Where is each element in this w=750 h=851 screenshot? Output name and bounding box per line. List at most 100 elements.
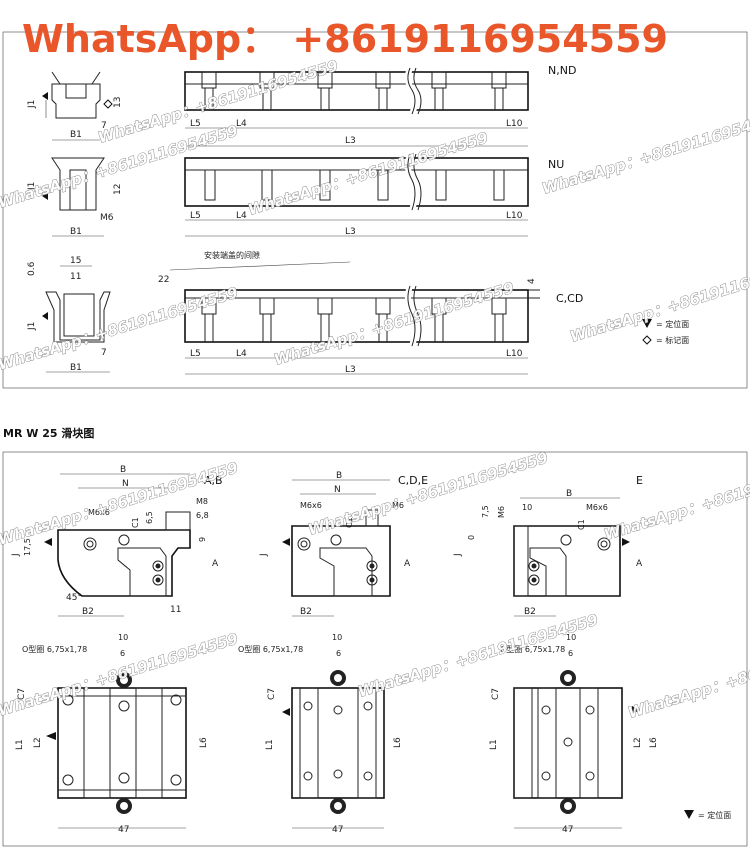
block-plan-2: O型圈 6,75x1,78 10 6 C7 L1 L6 47 (238, 633, 403, 835)
datum-triangle (282, 538, 290, 546)
dim-11: 11 (70, 272, 81, 282)
dim-c7: C7 (491, 688, 501, 700)
dim-11: 11 (170, 605, 181, 615)
dim-b2: B2 (524, 607, 536, 617)
dim-7-5: 7,5 (481, 505, 490, 518)
datum-triangle (42, 312, 48, 320)
oring-label: O型圈 6,75x1,78 (500, 645, 565, 654)
rail-legend: = 定位面 = 标记面 (642, 319, 689, 345)
dim-m6x6: M6x6 (586, 503, 608, 512)
block-plan-3: O型圈 6,75x1,78 10 6 C7 L1 L2 L6 47 (489, 633, 659, 835)
variant-label-nu: NU (548, 158, 564, 171)
dim-l4: L4 (236, 211, 247, 221)
dim-l6: L6 (393, 737, 403, 748)
dim-c1: C1 (577, 519, 586, 530)
dim-6: 6 (336, 649, 341, 658)
datum-triangle (42, 92, 48, 100)
legend-datum-text: = 定位面 (656, 319, 689, 329)
rail-row-c-cd: 15 11 0.6 J1 7 B1 安装端盖的间隙 22 (27, 250, 689, 375)
dim-b: B (336, 471, 342, 481)
datum-triangle-icon (642, 319, 652, 328)
block-section-frame (2, 451, 748, 847)
dim-n: N (334, 485, 341, 495)
dim-l10: L10 (506, 119, 523, 129)
datum-triangle (46, 732, 56, 740)
dim-l5: L5 (190, 349, 201, 359)
dim-l5: L5 (190, 119, 201, 129)
dim-6-5: 6,5 (145, 511, 154, 524)
note-end-cap-gap: 安装端盖的间隙 (204, 250, 260, 260)
dim-l3: L3 (345, 227, 356, 237)
dim-j1: J1 (27, 182, 37, 191)
dim-7: 7 (101, 121, 107, 131)
dim-m6x6: M6x6 (88, 508, 110, 517)
watermark: WhatsApp：+8619116954559 (0, 630, 240, 720)
dim-b2: B2 (82, 607, 94, 617)
dim-c1: C1 (131, 517, 140, 528)
block-section-title: MR W 25 滑块图 (3, 426, 94, 440)
dim-l2: L2 (33, 737, 43, 748)
dim-m6: M6 (100, 213, 114, 223)
dim-l4: L4 (236, 119, 247, 129)
dim-12: 12 (113, 184, 123, 195)
dim-b1: B1 (70, 363, 82, 373)
variant-label-n-nd: N,ND (548, 64, 576, 77)
dim-c7: C7 (17, 688, 27, 700)
dim-b: B (566, 489, 572, 499)
dim-0-6: 0.6 (27, 261, 37, 276)
dim-0: 0 (467, 535, 476, 540)
dim-j1: J1 (27, 322, 37, 331)
banner-text: WhatsApp： +8619116954559 (22, 17, 668, 61)
rail-side-1: L5 L4 L3 L10 (184, 66, 529, 147)
block-view-a-b: A,B B N M6x6 M8 C1 6,5 6,8 9 17,5 J A 45… (11, 465, 223, 617)
dim-m6: M6 (497, 506, 506, 518)
dim-47: 47 (332, 825, 343, 835)
rail-profile-1: J1 13 7 B1 (27, 71, 123, 141)
dim-j1: J1 (27, 100, 37, 109)
datum-triangle (44, 538, 52, 546)
rail-side-2: L5 L4 L3 L10 (184, 152, 529, 237)
dim-47: 47 (562, 825, 573, 835)
watermark: WhatsApp：+8619116954559 (272, 279, 516, 369)
dim-10: 10 (332, 633, 342, 642)
variant-label-c-cd: C,CD (556, 292, 583, 305)
dim-13: 13 (113, 97, 123, 108)
dim-b1: B1 (70, 130, 82, 140)
dim-17-5: 17,5 (23, 538, 32, 556)
dim-b: B (120, 465, 126, 475)
dim-b1: B1 (70, 227, 82, 237)
variant-label-e: E (636, 474, 643, 487)
dim-n: N (122, 479, 129, 489)
dim-j: J (259, 553, 269, 557)
legend-mark-text: = 标记面 (656, 335, 689, 345)
variant-label-c-d-e: C,D,E (398, 474, 428, 487)
dim-l6: L6 (199, 737, 209, 748)
dim-7: 7 (101, 348, 107, 358)
oring-label: O型圈 6,75x1,78 (22, 645, 87, 654)
rail-side-3: L5 L4 L3 L10 4 (184, 278, 540, 375)
dim-l10: L10 (506, 349, 523, 359)
dim-6: 6 (120, 649, 125, 658)
dim-l3: L3 (345, 136, 356, 146)
dim-10: 10 (118, 633, 128, 642)
dim-l4: L4 (236, 349, 247, 359)
dim-l10: L10 (506, 211, 523, 221)
block-legend: = 定位面 (684, 810, 731, 820)
watermark-layer: WhatsApp：+8619116954559 WhatsApp：+861911… (0, 56, 750, 722)
dim-45-deg: 45° (66, 593, 82, 603)
dim-l5: L5 (190, 211, 201, 221)
legend-datum-text: = 定位面 (698, 810, 731, 820)
dim-47: 47 (118, 825, 129, 835)
dim-m6: M6 (392, 501, 404, 510)
datum-triangle-icon (684, 810, 694, 819)
dim-a: A (404, 559, 411, 569)
rail-profile-2: J1 12 M6 B1 (27, 157, 123, 237)
block-plan-1: O型圈 6,75x1,78 10 6 C7 L1 L2 L6 47 (15, 633, 209, 835)
datum-triangle (42, 192, 48, 200)
block-view-e: E B 10 M6x6 7,5 M6 C1 0 J A B2 (453, 474, 643, 617)
oring-label: O型圈 6,75x1,78 (238, 645, 303, 654)
dim-l3: L3 (345, 365, 356, 375)
dim-15: 15 (70, 256, 81, 266)
variant-label-a-b: A,B (204, 474, 223, 487)
